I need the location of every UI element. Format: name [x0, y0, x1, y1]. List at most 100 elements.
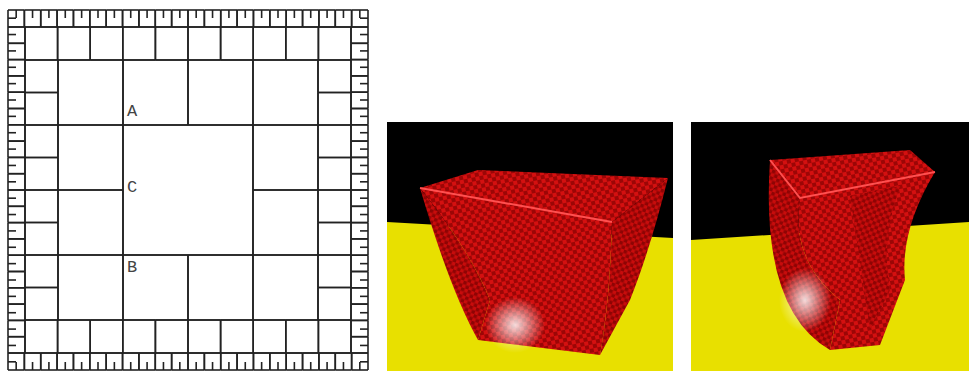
- grid-line: [58, 189, 123, 191]
- grid-line: [114, 362, 116, 370]
- grid-line: [58, 26, 91, 28]
- grid-line: [25, 287, 58, 289]
- grid-line: [8, 173, 25, 175]
- grid-line: [360, 328, 368, 330]
- grid-line: [318, 319, 351, 321]
- grid-line: [89, 10, 91, 27]
- grid-line: [188, 59, 253, 61]
- grid-line: [359, 10, 361, 18]
- grid-line: [25, 157, 58, 159]
- grid-line: [351, 254, 368, 256]
- grid-line: [350, 158, 352, 191]
- grid-line: [253, 26, 286, 28]
- grid-line: [351, 157, 368, 159]
- grid-line: [294, 10, 296, 18]
- grid-line: [8, 352, 24, 354]
- grid-line: [64, 10, 66, 18]
- grid-line: [8, 75, 25, 77]
- grid-line: [285, 10, 287, 27]
- grid-line: [351, 10, 353, 27]
- grid-line: [310, 10, 312, 18]
- grid-line: [81, 362, 83, 370]
- grid-line: [351, 91, 368, 93]
- grid-line: [73, 10, 75, 27]
- grid-line: [236, 353, 238, 370]
- grid-line: [326, 362, 328, 370]
- grid-line: [89, 320, 91, 353]
- grid-line: [252, 320, 254, 353]
- grid-line: [360, 50, 368, 52]
- grid-line: [8, 42, 25, 44]
- grid-line: [351, 124, 368, 126]
- grid-line: [360, 230, 368, 232]
- grid-line: [318, 222, 351, 224]
- grid-line: [163, 10, 165, 18]
- grid-line: [221, 26, 254, 28]
- grid-line: [252, 27, 254, 60]
- grid-line: [25, 157, 58, 159]
- grid-line: [8, 320, 25, 322]
- grid-line: [244, 362, 246, 370]
- grid-line: [343, 362, 345, 370]
- grid-line: [8, 108, 25, 110]
- grid-line: [220, 27, 222, 60]
- grid-line: [81, 10, 83, 18]
- grid-line: [25, 287, 58, 289]
- grid-line: [285, 320, 287, 353]
- grid-line: [155, 320, 157, 353]
- grid-line: [302, 353, 304, 370]
- grid-line: [188, 352, 221, 354]
- grid-line: [351, 336, 368, 338]
- grid-line: [8, 263, 16, 265]
- grid-line: [122, 60, 124, 125]
- grid-line: [8, 271, 25, 273]
- grid-line: [155, 320, 157, 353]
- grid-line: [58, 189, 123, 191]
- grid-line: [195, 10, 197, 18]
- grid-line: [58, 59, 123, 61]
- grid-line: [351, 59, 368, 61]
- grid-line: [8, 336, 25, 338]
- grid-line: [8, 254, 25, 256]
- grid-line: [236, 10, 238, 27]
- grid-line: [58, 319, 123, 321]
- grid-line: [25, 26, 58, 28]
- point-label: A: [126, 103, 138, 121]
- grid-line: [351, 353, 353, 370]
- grid-line: [179, 10, 181, 18]
- grid-line: [350, 255, 352, 288]
- grid-line: [8, 271, 25, 273]
- grid-line: [8, 189, 25, 191]
- grid-line: [351, 352, 368, 354]
- grid-line: [179, 362, 181, 370]
- grid-line: [122, 353, 124, 370]
- grid-line: [351, 140, 368, 142]
- grid-line: [360, 165, 368, 167]
- grid-line: [350, 320, 352, 353]
- grid-line: [25, 189, 58, 191]
- grid-line: [122, 10, 124, 27]
- grid-line: [25, 92, 58, 94]
- grid-line: [220, 353, 222, 370]
- grid-line: [8, 303, 25, 305]
- grid-line: [302, 10, 304, 27]
- grid-line: [90, 26, 123, 28]
- grid-line: [351, 173, 368, 175]
- grid-line: [122, 320, 124, 353]
- grid-line: [122, 255, 124, 320]
- grid-line: [8, 361, 16, 363]
- grid-line: [285, 27, 287, 60]
- grid-line: [351, 189, 368, 191]
- grid-line: [350, 27, 352, 60]
- grid-line: [8, 157, 25, 159]
- grid-line: [253, 189, 318, 191]
- grid-line: [24, 27, 26, 60]
- grid-line: [8, 59, 25, 61]
- grid-line: [122, 125, 124, 255]
- grid-line: [253, 352, 286, 354]
- grid-line: [105, 353, 107, 370]
- grid-line: [350, 288, 352, 321]
- grid-line: [285, 353, 287, 370]
- grid-line: [318, 10, 320, 27]
- grid-line: [8, 17, 16, 19]
